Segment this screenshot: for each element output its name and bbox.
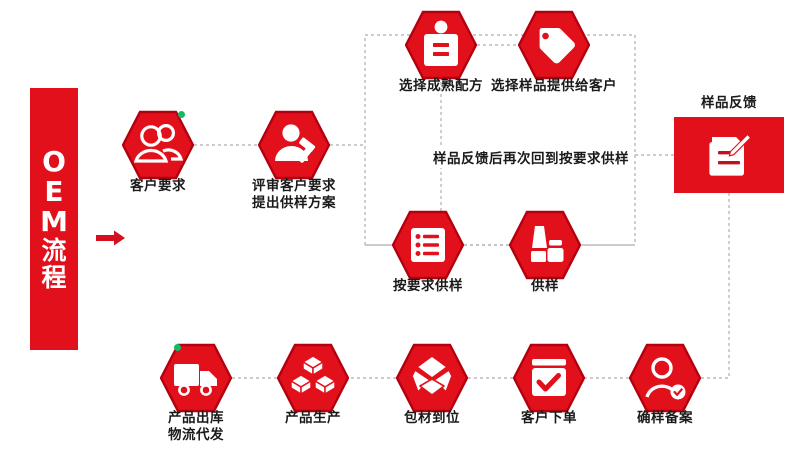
truck-icon bbox=[160, 343, 232, 413]
document-edit-icon bbox=[709, 133, 752, 176]
person-check-icon bbox=[629, 343, 701, 413]
sample-feedback-box[interactable] bbox=[674, 117, 784, 193]
list-icon bbox=[392, 210, 464, 280]
tag-icon bbox=[518, 10, 590, 80]
node-label: 包材到位 bbox=[404, 410, 460, 426]
node-label: 按要求供样 bbox=[393, 278, 463, 294]
node-label: 产品生产 bbox=[285, 410, 341, 426]
bottles-icon bbox=[509, 210, 581, 280]
node-label: 选择样品提供给客户 bbox=[491, 78, 617, 94]
status-dot bbox=[174, 344, 181, 351]
node-label-line2: 物流代发 bbox=[168, 426, 224, 443]
banner-char-4: 程 bbox=[41, 263, 67, 292]
node-label: 选择成熟配方 bbox=[399, 78, 483, 94]
open-box-icon bbox=[396, 343, 468, 413]
banner-char-3: 流 bbox=[41, 236, 67, 265]
arrow-right-icon bbox=[96, 230, 125, 246]
person-icon bbox=[122, 110, 194, 180]
node-label: 客户要求 bbox=[130, 178, 186, 194]
oem-title-banner: O E M 流 程 bbox=[30, 88, 78, 350]
node-label: 确样备案 bbox=[637, 410, 693, 426]
banner-char-2: M bbox=[40, 205, 68, 238]
banner-char-0: O bbox=[42, 145, 66, 178]
status-dot bbox=[178, 111, 185, 118]
node-label: 供样 bbox=[531, 278, 559, 294]
banner-char-1: E bbox=[44, 175, 64, 208]
node-label-line1: 评审客户要求 bbox=[252, 178, 336, 194]
loop-caption: 样品反馈后再次回到按要求供样 bbox=[430, 146, 632, 168]
checkbox-clipboard-icon bbox=[513, 343, 585, 413]
cubes-icon bbox=[277, 343, 349, 413]
node-label: 产品出库 物流代发 bbox=[168, 410, 224, 444]
node-label-line2: 提出供样方案 bbox=[252, 194, 336, 211]
node-label: 评审客户要求 提出供样方案 bbox=[252, 178, 336, 212]
clipboard-icon bbox=[405, 10, 477, 80]
person-hammer-icon bbox=[258, 110, 330, 180]
node-label: 样品反馈 bbox=[701, 95, 757, 111]
node-label: 客户下单 bbox=[521, 410, 577, 426]
node-label-line1: 产品出库 bbox=[168, 410, 224, 426]
